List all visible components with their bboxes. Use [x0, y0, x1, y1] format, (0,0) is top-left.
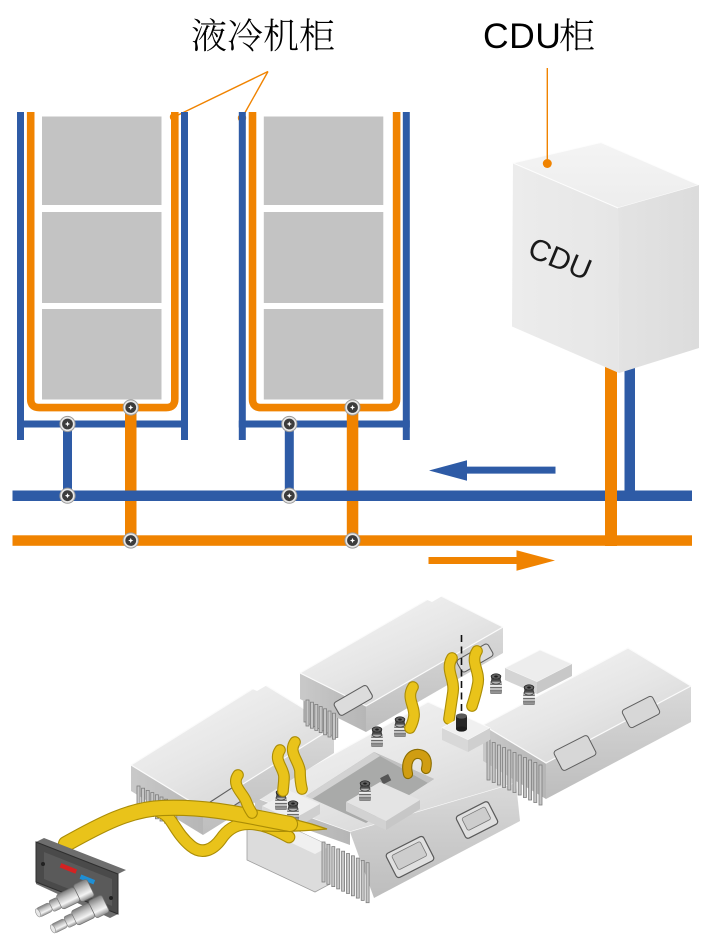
svg-text:CDU: CDU: [483, 16, 561, 56]
